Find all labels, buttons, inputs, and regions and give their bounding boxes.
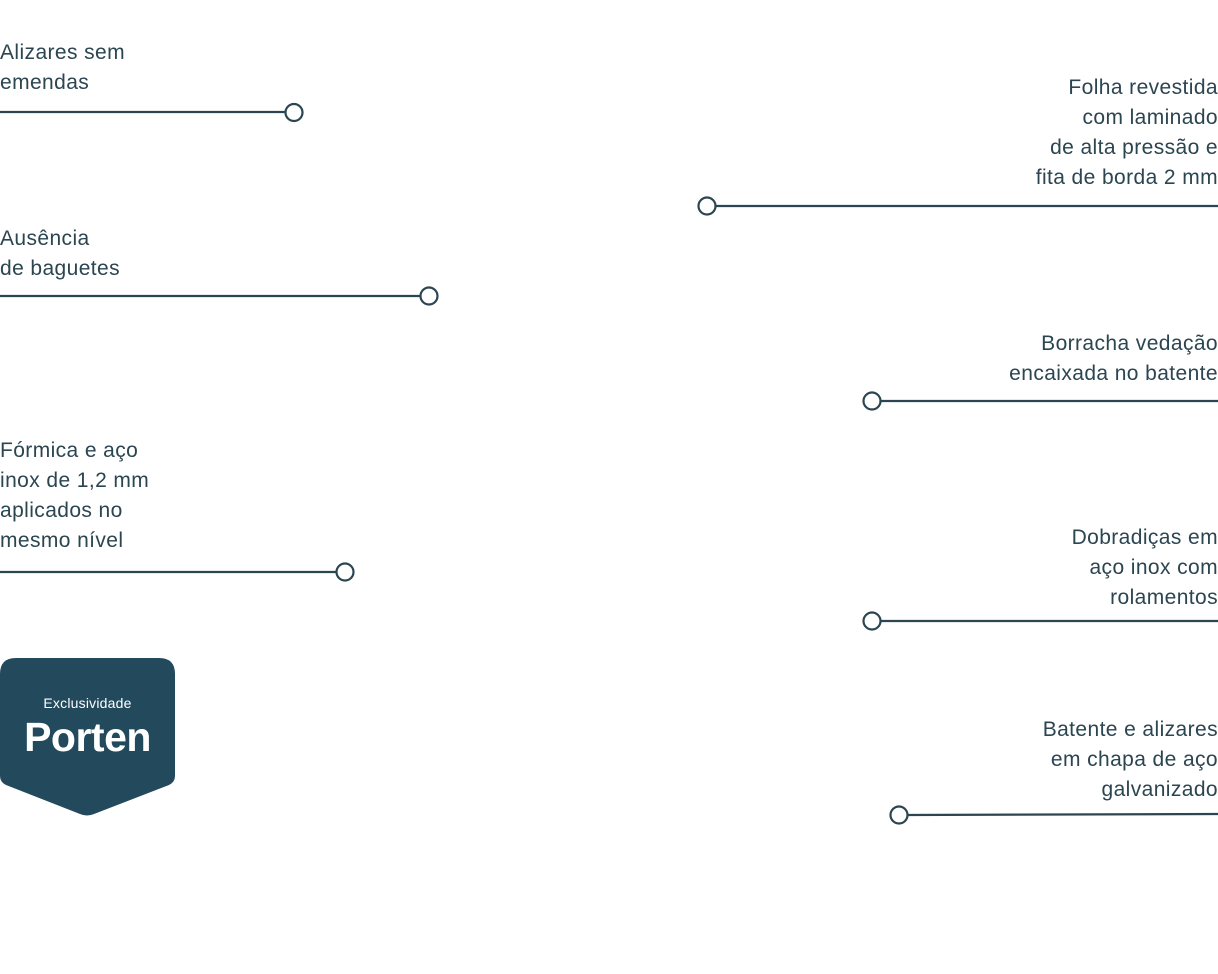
callout-batente: Batente e alizares em chapa de aço galva… — [1042, 718, 1218, 801]
leader-batente — [889, 805, 1218, 825]
leader-folha — [697, 196, 1218, 216]
callout-folha: Folha revestida com laminado de alta pre… — [1035, 76, 1218, 189]
leader-formica — [0, 562, 355, 582]
leader-borracha — [862, 391, 1218, 411]
callout-dobradicas: Dobradiças em aço inox com rolamentos — [1071, 526, 1218, 609]
badge-shield-icon — [0, 658, 175, 816]
badge-exclusividade-label: Exclusividade — [43, 695, 132, 711]
leader-dobradicas — [862, 611, 1218, 631]
leader-baguetes — [0, 286, 439, 306]
leader-alizares — [0, 102, 304, 123]
callout-borracha: Borracha vedação encaixada no batente — [1009, 332, 1218, 385]
badge-brand-logo: Porten — [24, 714, 151, 760]
callout-formica: Fórmica e aço inox de 1,2 mm aplicados n… — [0, 439, 150, 552]
callout-baguetes: Ausência de baguetes — [0, 227, 121, 280]
porten-badge: Exclusividade Porten — [0, 658, 175, 816]
callout-alizares: Alizares sem emendas — [0, 41, 125, 94]
